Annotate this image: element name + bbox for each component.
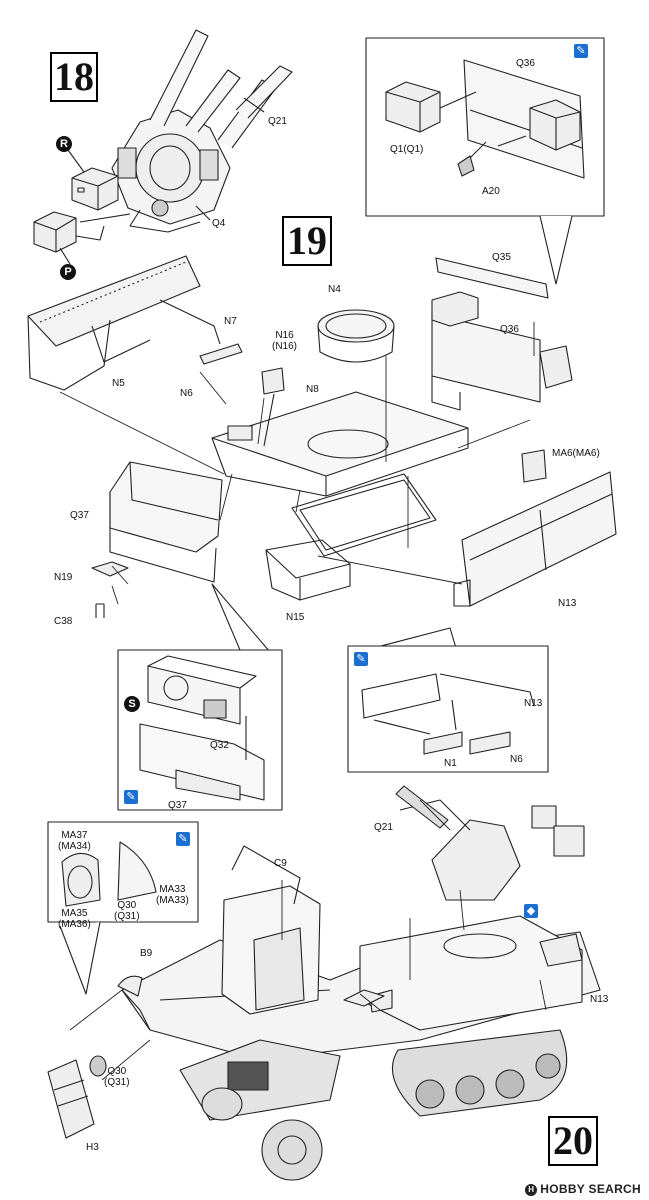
part-n6 bbox=[199, 343, 243, 365]
floor-n8 bbox=[211, 367, 469, 497]
label-b9: B9 bbox=[140, 948, 153, 959]
label-n15: N15 bbox=[286, 612, 305, 623]
step-20-box: 20 bbox=[548, 1116, 598, 1166]
label-q36-inset: Q36 bbox=[516, 58, 535, 69]
side-wall-left bbox=[27, 255, 221, 391]
inset-n13 bbox=[347, 627, 549, 773]
label-ma37: MA37 (MA34) bbox=[58, 830, 91, 852]
step-19-box: 19 bbox=[282, 216, 332, 266]
gun-mount-step18 bbox=[111, 29, 293, 233]
label-q36: Q36 bbox=[500, 324, 519, 335]
badge-p: P bbox=[60, 264, 76, 280]
label-q37: Q37 bbox=[70, 510, 89, 521]
label-n19: N19 bbox=[54, 572, 73, 583]
label-n5: N5 bbox=[112, 378, 125, 389]
side-wall-right-q36 bbox=[431, 257, 573, 483]
note-pencil-icon: ✎ bbox=[124, 790, 138, 804]
label-n13: N13 bbox=[558, 598, 577, 609]
assembly-lines bbox=[59, 322, 535, 605]
ammo-box-p bbox=[33, 211, 131, 253]
label-c9: C9 bbox=[274, 858, 287, 869]
label-c38: C38 bbox=[54, 616, 73, 627]
label-n7: N7 bbox=[224, 316, 237, 327]
label-q21-top: Q21 bbox=[268, 116, 287, 127]
halftrack-body bbox=[121, 785, 601, 1181]
label-n6-inset: N6 bbox=[510, 754, 523, 765]
label-q1: Q1(Q1) bbox=[390, 144, 424, 155]
label-h3: H3 bbox=[86, 1142, 99, 1153]
label-a20: A20 bbox=[482, 186, 500, 197]
note-pencil-icon: ✎ bbox=[574, 44, 588, 58]
badge-s: S bbox=[124, 696, 140, 712]
note-pencil-icon: ✎ bbox=[354, 652, 368, 666]
floor-plate bbox=[291, 473, 437, 557]
label-n4: N4 bbox=[328, 284, 341, 295]
label-n16: N16 (N16) bbox=[272, 330, 298, 352]
label-q35: Q35 bbox=[492, 252, 511, 263]
fender-h3 bbox=[47, 1055, 107, 1139]
ammo-box-r bbox=[71, 167, 119, 211]
side-wall-right-n13 bbox=[453, 471, 617, 607]
inset-q32 bbox=[117, 583, 283, 811]
label-n8: N8 bbox=[306, 384, 319, 395]
label-q37-inset: Q37 bbox=[168, 800, 187, 811]
label-q30-inset: Q30 (Q31) bbox=[114, 900, 140, 922]
note-pencil-icon: ✎ bbox=[176, 832, 190, 846]
box-q37 bbox=[91, 461, 223, 618]
label-q21-bottom: Q21 bbox=[374, 822, 393, 833]
decal-icon: ◆ bbox=[524, 904, 538, 918]
watermark-logo-icon: H bbox=[525, 1183, 538, 1196]
floor-n4-ring bbox=[317, 309, 395, 363]
label-n1-inset: N1 bbox=[444, 758, 457, 769]
label-n6: N6 bbox=[180, 388, 193, 399]
label-n13-bottom: N13 bbox=[590, 994, 609, 1005]
label-q30: Q30 (Q31) bbox=[104, 1066, 130, 1088]
label-ma35: MA35 (MA36) bbox=[58, 908, 91, 930]
label-n13-inset: N13 bbox=[524, 698, 543, 709]
label-q32: Q32 bbox=[210, 740, 229, 751]
label-ma6: MA6(MA6) bbox=[552, 448, 600, 459]
watermark-text: HOBBY SEARCH bbox=[540, 1182, 641, 1196]
step-18-box: 18 bbox=[50, 52, 98, 102]
label-q4: Q4 bbox=[212, 218, 226, 229]
box-n15 bbox=[265, 539, 351, 601]
assembly-lines-20 bbox=[69, 799, 547, 1081]
inset-ma37 bbox=[47, 821, 199, 995]
inset-q36 bbox=[365, 37, 605, 285]
badge-r: R bbox=[56, 136, 72, 152]
headlight-b9 bbox=[117, 975, 143, 997]
label-ma33: MA33 (MA33) bbox=[156, 884, 189, 906]
